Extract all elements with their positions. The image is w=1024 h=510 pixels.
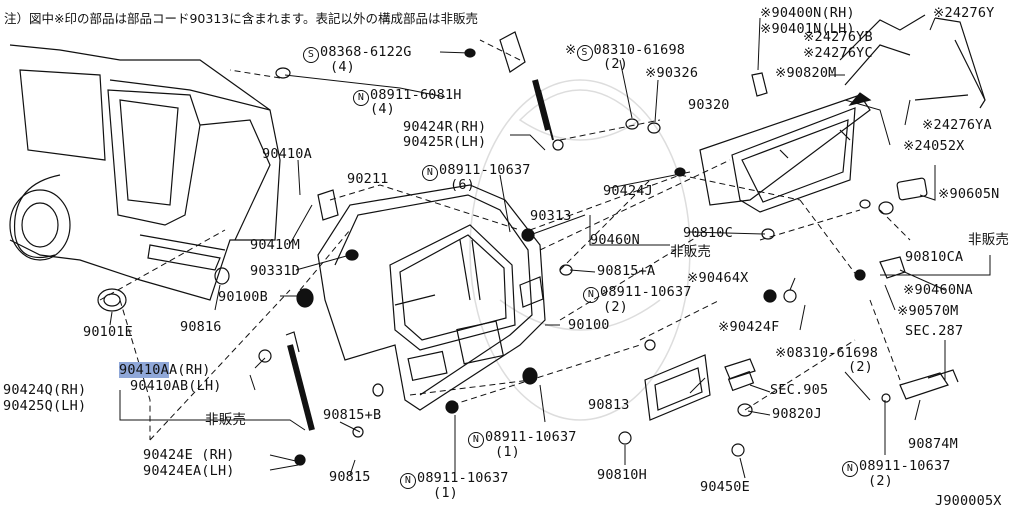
label-sec-287: SEC.287 [905,323,964,339]
label-08368-6122g-qty: (4) [330,59,355,75]
label-90400n: ※90400N(RH) [760,5,855,21]
label-90410ab: 90410AB(LH) [130,378,222,394]
label-24276y: ※24276Y [933,5,995,21]
highlighted-part[interactable]: 90410A [119,362,169,378]
label-90100b: 90100B [218,289,268,305]
label-90464x: ※90464X [687,270,749,286]
label-sec-905: SEC.905 [770,382,829,398]
nut-symbol: N [842,461,858,477]
hardware [97,31,959,466]
label-24052x: ※24052X [903,138,965,154]
label-90815: 90815 [329,469,371,485]
label-90460na: ※90460NA [903,282,973,298]
label-90815b: 90815+B [323,407,382,423]
nut-symbol: N [468,432,484,448]
label-90101e: 90101E [83,324,133,340]
label-90326: ※90326 [645,65,699,81]
label-08310-61698a-qty: (2) [603,56,628,72]
label-90810ca: 90810CA [905,249,964,265]
label-90816: 90816 [180,319,222,335]
label-08310-61698b: ※08310-61698 [775,345,879,361]
label-90605n: ※90605N [938,186,1000,202]
label-08310-61698b-qty: (2) [848,359,873,375]
nut-symbol: N [353,90,369,106]
label-90331d: 90331D [250,263,300,279]
label-90874m: 90874M [908,436,958,452]
label-90810h: 90810H [597,467,647,483]
label-90424ea: 90424EA(LH) [143,463,235,479]
label-90450e: 90450E [700,479,750,495]
label-hanbai-2: 非販売 [968,232,1010,248]
label-90820j: 90820J [772,406,822,422]
leader-solid [109,17,991,480]
label-90424q: 90424Q(RH) [3,382,87,398]
label-90424r: 90424R(RH) [403,119,487,135]
label-90425r: 90425R(LH) [403,134,487,150]
label-90401n: ※90401N(LH) [760,21,855,37]
label-hanbai-1: 非販売 [670,244,712,260]
diagram-id: J900005X [935,493,1002,509]
screw-symbol: S [303,47,319,63]
label-90424j: 90424J [603,183,653,199]
label-90810c: 90810C [683,225,733,241]
leader-dashed [99,39,911,441]
label-90410a: 90410A [262,146,312,162]
label-90100: 90100 [568,317,610,333]
header-note: 注）図中※印の部品は部品コード90313に含まれます。表記以外の構成部品は非販売 [4,11,478,26]
nut-symbol: N [422,165,438,181]
watermark [469,79,691,421]
label-90813: 90813 [588,397,630,413]
label-90424e: 90424E (RH) [143,447,235,463]
nut-symbol: N [400,473,416,489]
label-08911-10637c-qty: (1) [495,444,520,460]
tailgate [317,184,546,411]
label-90320: 90320 [688,97,730,113]
label-08911-10637a-qty: (6) [450,177,475,193]
label-90820m: ※90820M [775,65,837,81]
label-90425q: 90425Q(LH) [3,398,87,414]
rear-glass [699,72,871,213]
label-90313: 90313 [530,208,572,224]
label-08911-6081h-qty: (4) [370,101,395,117]
label-90460n: 90460N [590,232,640,248]
label-90570m: ※90570M [897,303,959,319]
label-hanbai-3: 非販売 [205,412,247,428]
moldings [839,14,986,109]
label-90211: 90211 [347,171,389,187]
label-08911-10637e-qty: (1) [433,485,458,501]
vehicle-body [9,44,281,301]
label-24276yb: ※24276YB [803,29,873,45]
label-08911-10637d-qty: (2) [868,473,893,489]
label-90424f: ※90424F [718,319,780,335]
label-24276yc: ※24276YC [803,45,873,61]
label-08911-10637b-qty: (2) [603,299,628,315]
label-90410aa: 90410AA(RH) [119,362,211,378]
label-24276ya: ※24276YA [922,117,992,133]
label-90410m: 90410M [250,237,300,253]
garnish [644,354,755,421]
label-90815a: 90815+A [597,263,656,279]
screw-symbol: S [576,45,593,61]
nut-symbol: N [583,287,599,303]
